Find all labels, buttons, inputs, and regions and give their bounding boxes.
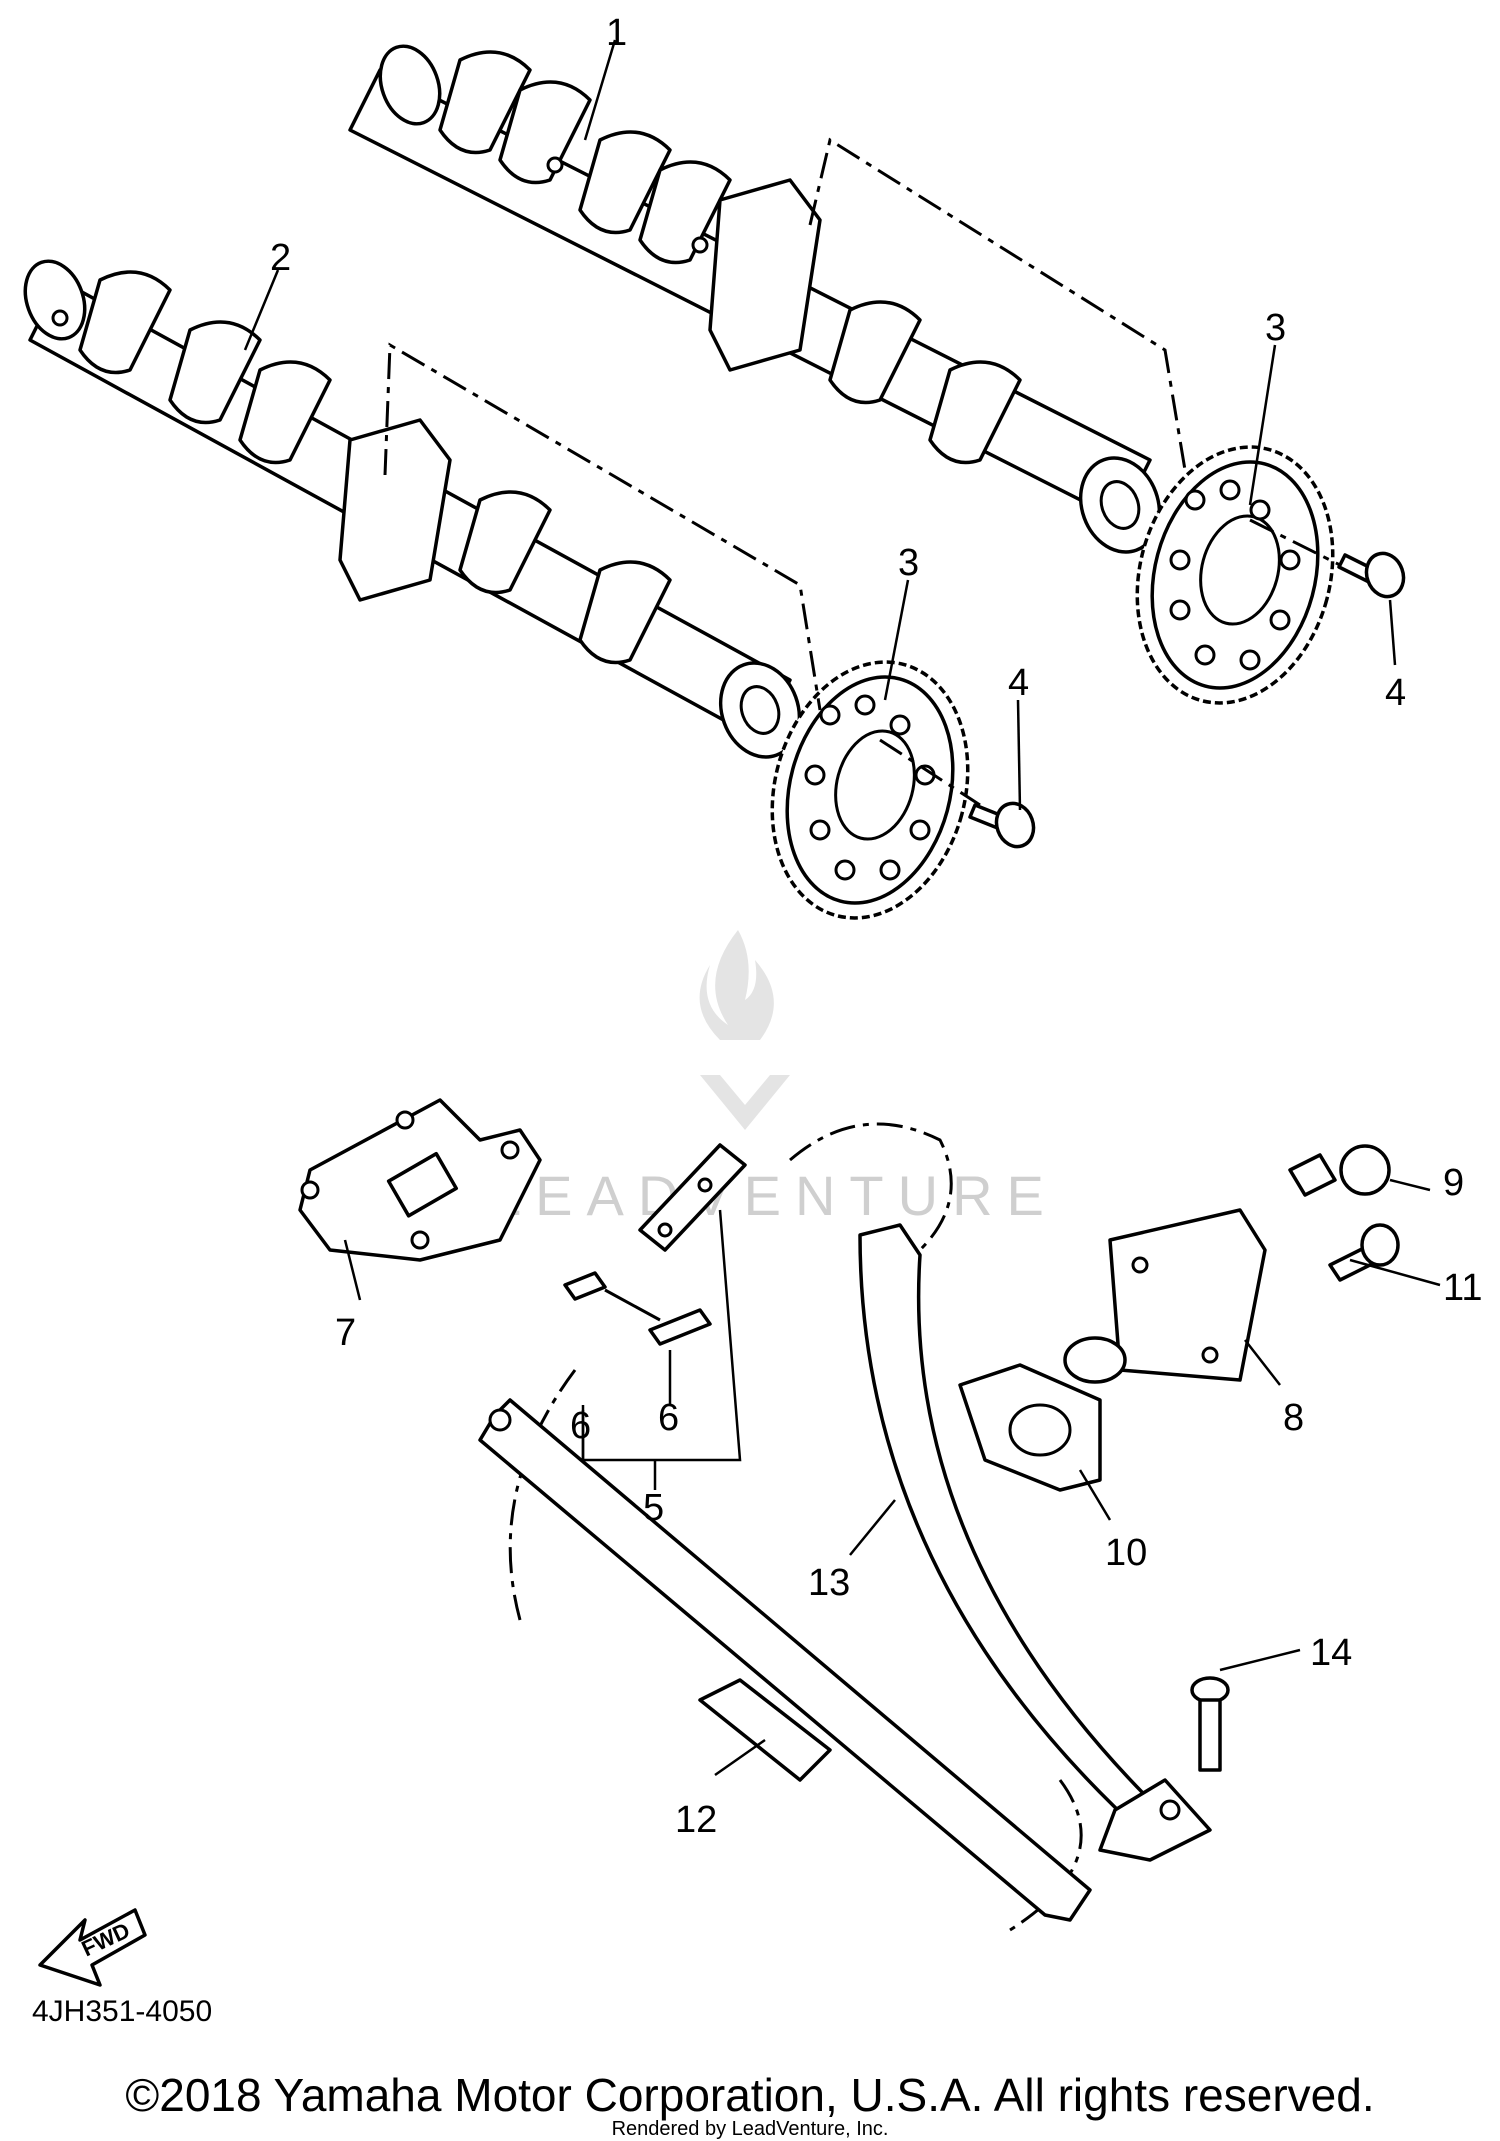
camshaft-1 bbox=[348, 44, 1162, 554]
chain-guide-13 bbox=[858, 1223, 1212, 1862]
cam-sprocket-upper bbox=[1135, 445, 1335, 705]
bolt-4-lower bbox=[968, 801, 1036, 849]
chain-guide-7 bbox=[298, 1098, 542, 1262]
callout-6-left: 6 bbox=[570, 1405, 591, 1447]
callout-7: 7 bbox=[335, 1312, 356, 1354]
bolt-4-upper bbox=[1337, 551, 1406, 599]
callout-12: 12 bbox=[675, 1799, 717, 1841]
fwd-arrow-icon: FWD bbox=[38, 1908, 147, 1987]
callout-13: 13 bbox=[808, 1562, 850, 1604]
rendered-by-credit: Rendered by LeadVenture, Inc. bbox=[611, 2118, 889, 2140]
callout-5: 5 bbox=[643, 1487, 664, 1529]
bolt-14 bbox=[1190, 1676, 1230, 1772]
leader-lines bbox=[243, 39, 1441, 1777]
reference-code: 4JH351-4050 bbox=[32, 1995, 213, 2028]
callout-10: 10 bbox=[1105, 1532, 1147, 1574]
callout-14: 14 bbox=[1310, 1632, 1352, 1674]
callout-6-right: 6 bbox=[658, 1397, 679, 1439]
watermark-text: LEADVENTURE bbox=[490, 1164, 1058, 1227]
callout-8: 8 bbox=[1283, 1397, 1304, 1439]
callout-4-upper: 4 bbox=[1385, 672, 1406, 714]
callout-4-lower: 4 bbox=[1008, 662, 1029, 704]
callout-3-lower: 3 bbox=[898, 542, 919, 584]
callouts: 1 2 3 3 4 4 5 6 6 7 8 9 10 11 12 13 14 bbox=[270, 12, 1482, 1841]
joint-link-6 bbox=[563, 1271, 712, 1346]
callout-9: 9 bbox=[1443, 1162, 1464, 1204]
watermark: LEADVENTURE bbox=[490, 930, 1058, 1227]
callout-3-upper: 3 bbox=[1265, 307, 1286, 349]
callout-2: 2 bbox=[270, 237, 291, 279]
chain-guide-12 bbox=[478, 1398, 1092, 1922]
bolt-9 bbox=[1288, 1144, 1391, 1197]
alignment-lines bbox=[383, 137, 1341, 1932]
callout-11: 11 bbox=[1443, 1267, 1482, 1309]
camshaft-2 bbox=[23, 259, 802, 759]
timing-chain-5 bbox=[638, 1143, 747, 1252]
chain-tensioner-8 bbox=[1063, 1208, 1267, 1384]
gasket-10 bbox=[958, 1363, 1102, 1492]
copyright-notice: ©2018 Yamaha Motor Corporation, U.S.A. A… bbox=[125, 2069, 1375, 2121]
callout-1: 1 bbox=[606, 12, 627, 54]
cam-sprocket-lower bbox=[770, 660, 970, 920]
